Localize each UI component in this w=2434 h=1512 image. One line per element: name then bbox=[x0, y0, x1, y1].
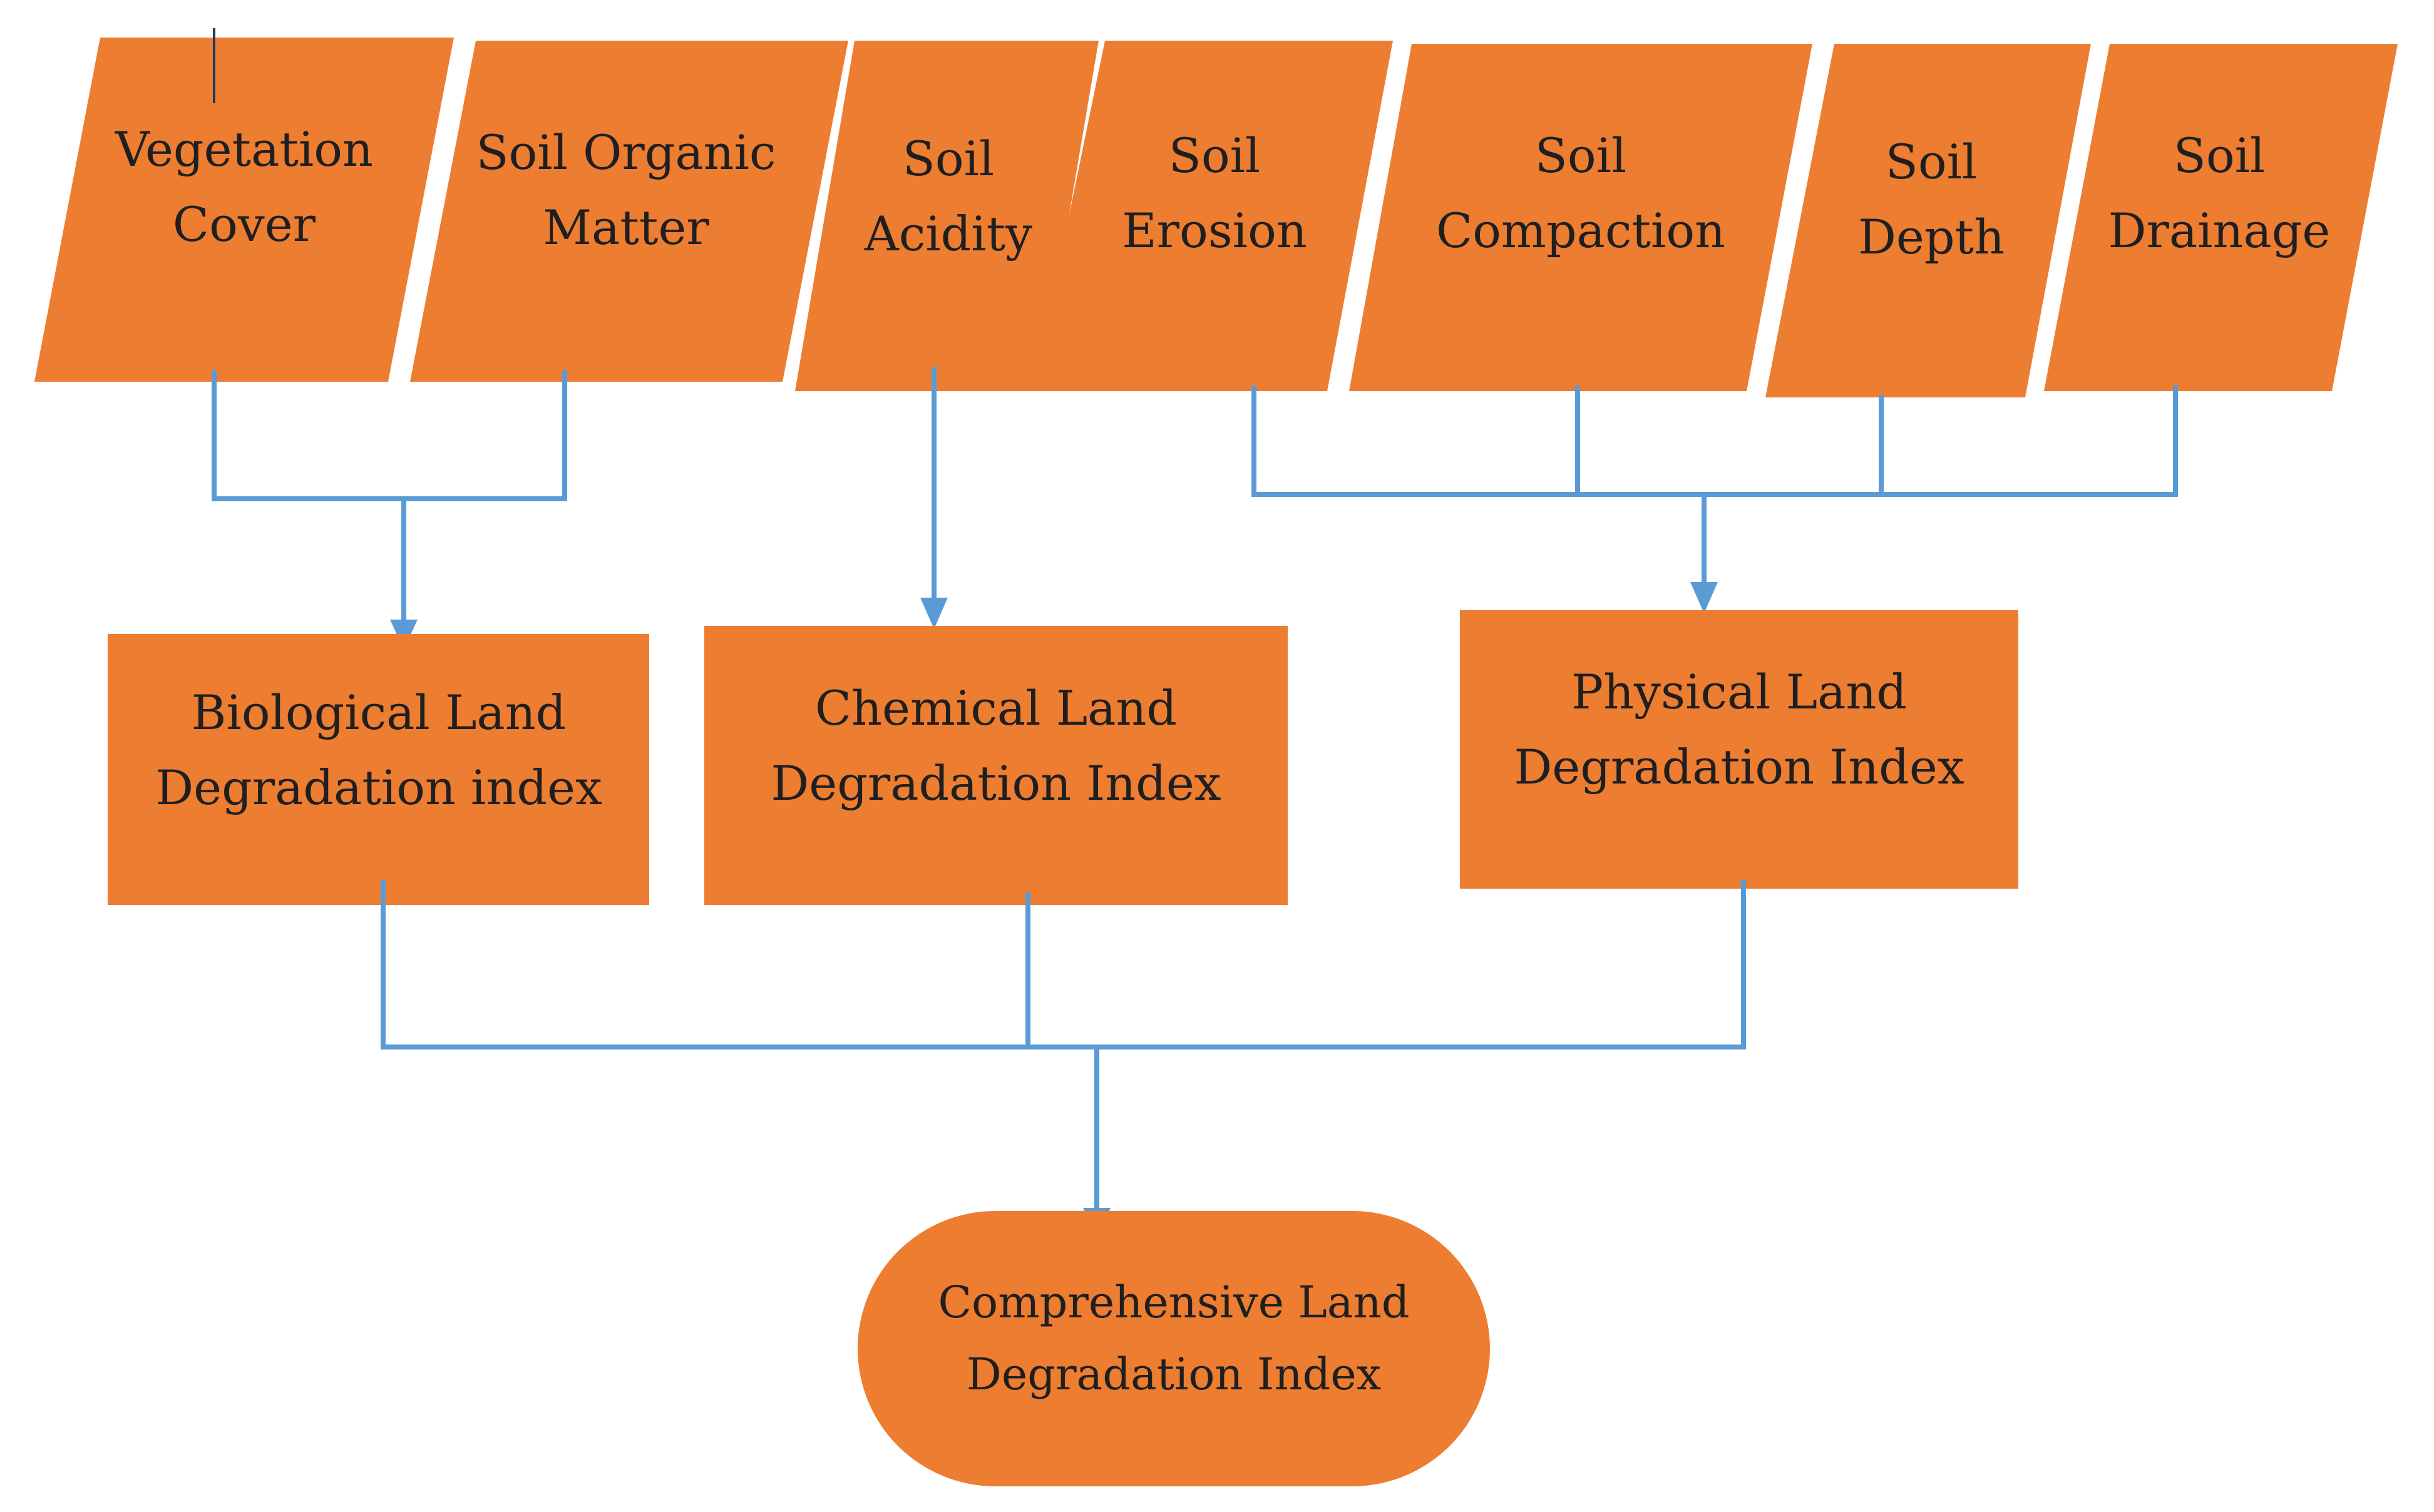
indicator-label-line2: Compaction bbox=[1436, 203, 1725, 258]
indicator-shape bbox=[2044, 44, 2398, 391]
indicator-soil-compaction: Soil Compaction bbox=[1349, 44, 1812, 391]
connectors-result bbox=[381, 880, 1746, 1239]
connectors-chemical bbox=[920, 367, 948, 629]
indicator-label-line1: Soil bbox=[2174, 128, 2265, 183]
index-physical: Physical Land Degradation Index bbox=[1460, 610, 2018, 889]
indicator-label-line2: Matter bbox=[543, 200, 709, 255]
index-label-line2: Degradation index bbox=[155, 760, 602, 815]
indicator-soil-drainage: Soil Drainage bbox=[2044, 44, 2398, 391]
index-chemical: Chemical Land Degradation Index bbox=[704, 626, 1288, 905]
indicator-soil-organic-matter: Soil Organic Matter bbox=[410, 41, 848, 382]
indicator-label-line1: Vegetation bbox=[115, 121, 373, 177]
indicator-vegetation-cover: Vegetation Cover bbox=[34, 38, 454, 382]
index-label-line1: Biological Land bbox=[192, 685, 567, 740]
indicator-label-line1: Soil bbox=[1535, 128, 1626, 183]
indicator-soil-depth: Soil Depth bbox=[1765, 44, 2091, 397]
index-label-line1: Physical Land bbox=[1571, 664, 1907, 720]
connectors-physical bbox=[1251, 386, 2178, 613]
connectors-biological bbox=[212, 370, 567, 650]
indicator-label-line1: Soil Organic bbox=[476, 125, 776, 180]
indicator-label-line2: Depth bbox=[1858, 209, 2005, 265]
indicator-label-line1: Soil bbox=[1886, 134, 1977, 190]
result-label-line2: Degradation Index bbox=[967, 1349, 1382, 1400]
index-label-line1: Chemical Land bbox=[815, 680, 1177, 736]
indicator-soil-acidity: Soil Acidity bbox=[795, 41, 1099, 391]
index-shape bbox=[704, 626, 1288, 905]
indicator-label-line2: Drainage bbox=[2108, 203, 2331, 258]
index-shape bbox=[1460, 610, 2018, 889]
indicator-soil-erosion: Soil Erosion bbox=[1033, 41, 1393, 391]
result-comprehensive-index: Comprehensive Land Degradation Index bbox=[858, 1211, 1490, 1486]
result-label-line1: Comprehensive Land bbox=[938, 1277, 1409, 1328]
index-label-line2: Degradation Index bbox=[1514, 739, 1964, 795]
result-shape bbox=[858, 1211, 1490, 1486]
indicator-shape bbox=[795, 41, 1099, 391]
indicator-label-line2: Acidity bbox=[864, 206, 1032, 262]
index-label-line2: Degradation Index bbox=[771, 755, 1221, 811]
arrow-down-icon bbox=[1690, 582, 1718, 613]
indicator-shape bbox=[1765, 44, 2091, 397]
indicator-label-line2: Erosion bbox=[1122, 203, 1307, 258]
index-biological: Biological Land Degradation index bbox=[108, 634, 649, 905]
indicator-label-line1: Soil bbox=[903, 131, 994, 186]
indicator-shape bbox=[1349, 44, 1812, 391]
arrow-down-icon bbox=[920, 598, 948, 629]
indicator-shape bbox=[410, 41, 848, 382]
indicator-label-line1: Soil bbox=[1169, 128, 1260, 183]
indicator-label-line2: Cover bbox=[173, 197, 316, 252]
indicator-shape bbox=[34, 38, 454, 382]
indicator-shape bbox=[1033, 41, 1393, 391]
index-shape bbox=[108, 634, 649, 905]
